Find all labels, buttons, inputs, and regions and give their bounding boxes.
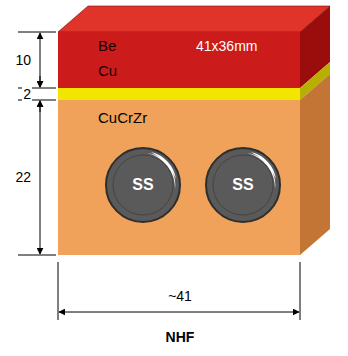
ss-tube: SS xyxy=(205,147,281,223)
cucrzr-side-face xyxy=(300,74,330,255)
size-label: 41x36mm xyxy=(196,39,257,53)
dimension-value: ~41 xyxy=(167,289,193,303)
be-front-face xyxy=(58,32,300,88)
ss-tube: SS xyxy=(105,147,181,223)
material-label: SS xyxy=(232,177,253,193)
material-layer: CuCrZrSS SS xyxy=(58,100,300,255)
material-label: Cu xyxy=(98,63,117,78)
cucrzr-front-face xyxy=(58,100,300,255)
figure-label: NHF xyxy=(165,330,196,344)
material-label: SS xyxy=(132,177,153,193)
cu-front-face xyxy=(58,88,300,100)
dimension-value: 10 xyxy=(14,53,32,67)
dimension-value: 2 xyxy=(22,87,32,101)
dimension-value: 22 xyxy=(14,170,32,184)
material-label: Be xyxy=(98,38,116,53)
material-label: CuCrZr xyxy=(98,110,147,125)
top-face xyxy=(58,6,330,32)
material-layer: Be 41x36mm xyxy=(58,32,300,88)
dimension-lines xyxy=(18,32,300,320)
